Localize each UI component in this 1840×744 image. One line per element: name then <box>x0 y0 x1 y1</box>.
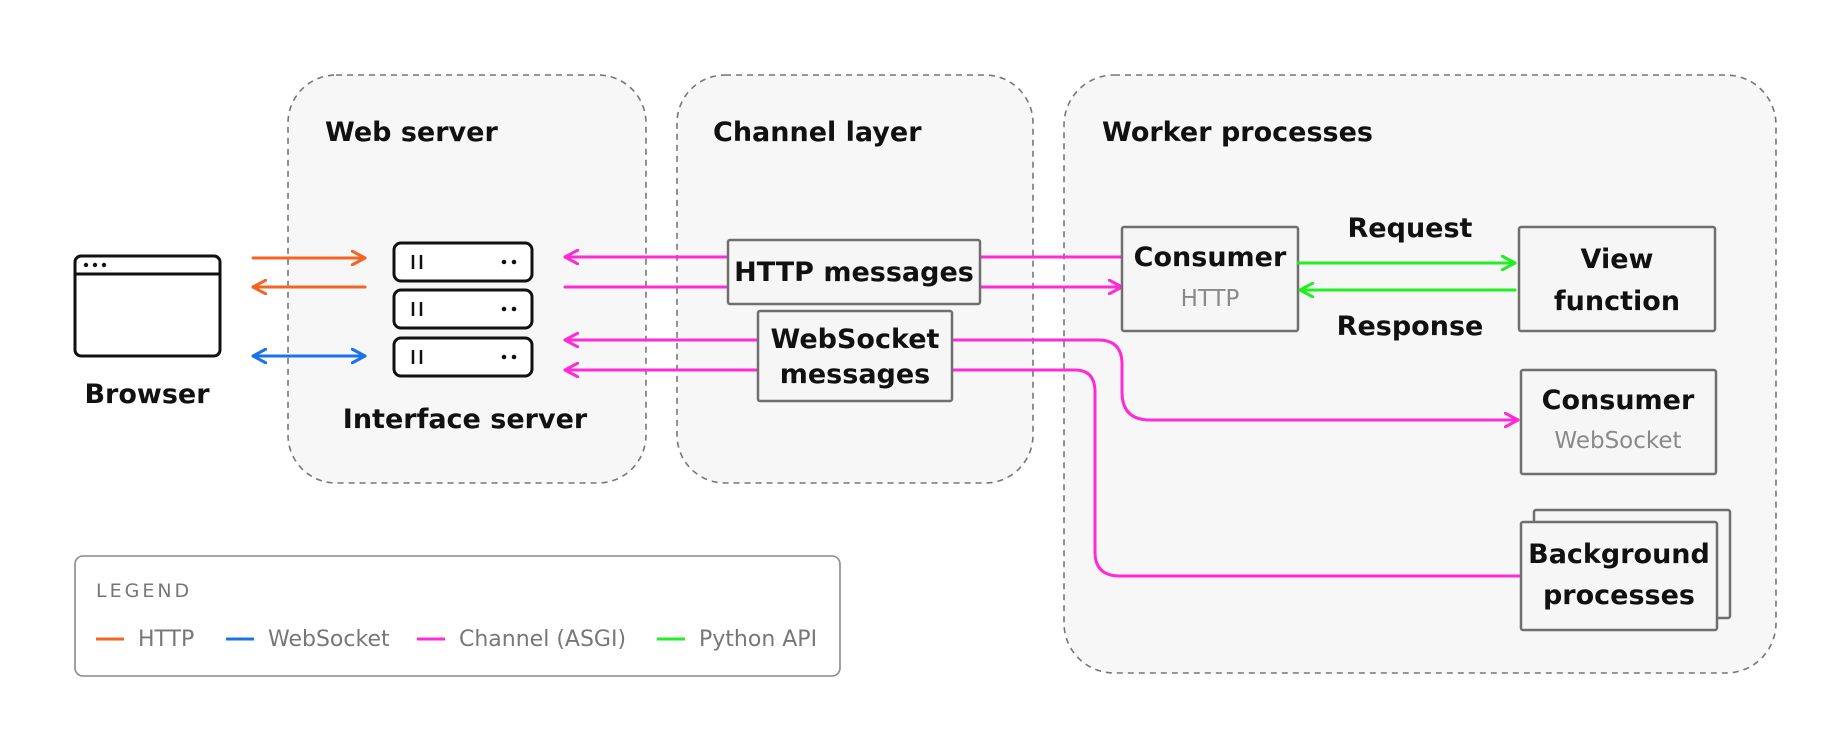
group-channel-layer-label: Channel layer <box>713 117 922 148</box>
consumer-websocket-title: Consumer <box>1542 385 1695 416</box>
legend-item-channel: Channel (ASGI) <box>459 627 626 652</box>
consumer-http-node: Consumer HTTP <box>1120 225 1300 333</box>
view-function-node: View function <box>1517 225 1717 333</box>
websocket-messages-label-line1: WebSocket <box>771 324 940 355</box>
http-messages-label: HTTP messages <box>734 257 974 288</box>
edge-channel-ws-to-background <box>950 368 1522 578</box>
legend-item-websocket: WebSocket <box>268 627 390 652</box>
background-processes-label-line2: processes <box>1543 580 1695 611</box>
view-function-label-line1: View <box>1581 244 1654 275</box>
view-function-label-line2: function <box>1554 286 1680 317</box>
consumer-websocket-subtitle: WebSocket <box>1554 428 1681 454</box>
request-label: Request <box>1348 213 1473 244</box>
legend-item-http: HTTP <box>138 627 194 652</box>
background-processes-label-line1: Background <box>1528 539 1710 570</box>
legend: LEGEND HTTP WebSocket Channel (ASGI) Pyt… <box>74 555 841 677</box>
consumer-http-title: Consumer <box>1134 242 1287 273</box>
browser-window-icon <box>73 254 222 358</box>
group-web-server-label: Web server <box>325 117 498 148</box>
websocket-messages-label-line2: messages <box>780 359 931 390</box>
legend-item-python-api: Python API <box>699 627 817 652</box>
server-rack-icon <box>392 241 534 378</box>
response-label: Response <box>1337 311 1484 342</box>
consumer-http-subtitle: HTTP <box>1181 286 1240 312</box>
browser-label: Browser <box>84 379 210 410</box>
edge-channel-ws-to-consumer-ws <box>950 338 1520 420</box>
group-worker-processes-label: Worker processes <box>1102 117 1373 148</box>
consumer-websocket-node: Consumer WebSocket <box>1519 368 1718 476</box>
websocket-messages-node: WebSocket messages <box>756 309 954 403</box>
background-processes-node: Background processes <box>1519 508 1732 632</box>
legend-title: LEGEND <box>96 580 192 602</box>
interface-server-label: Interface server <box>343 404 588 435</box>
http-messages-node: HTTP messages <box>726 238 982 306</box>
